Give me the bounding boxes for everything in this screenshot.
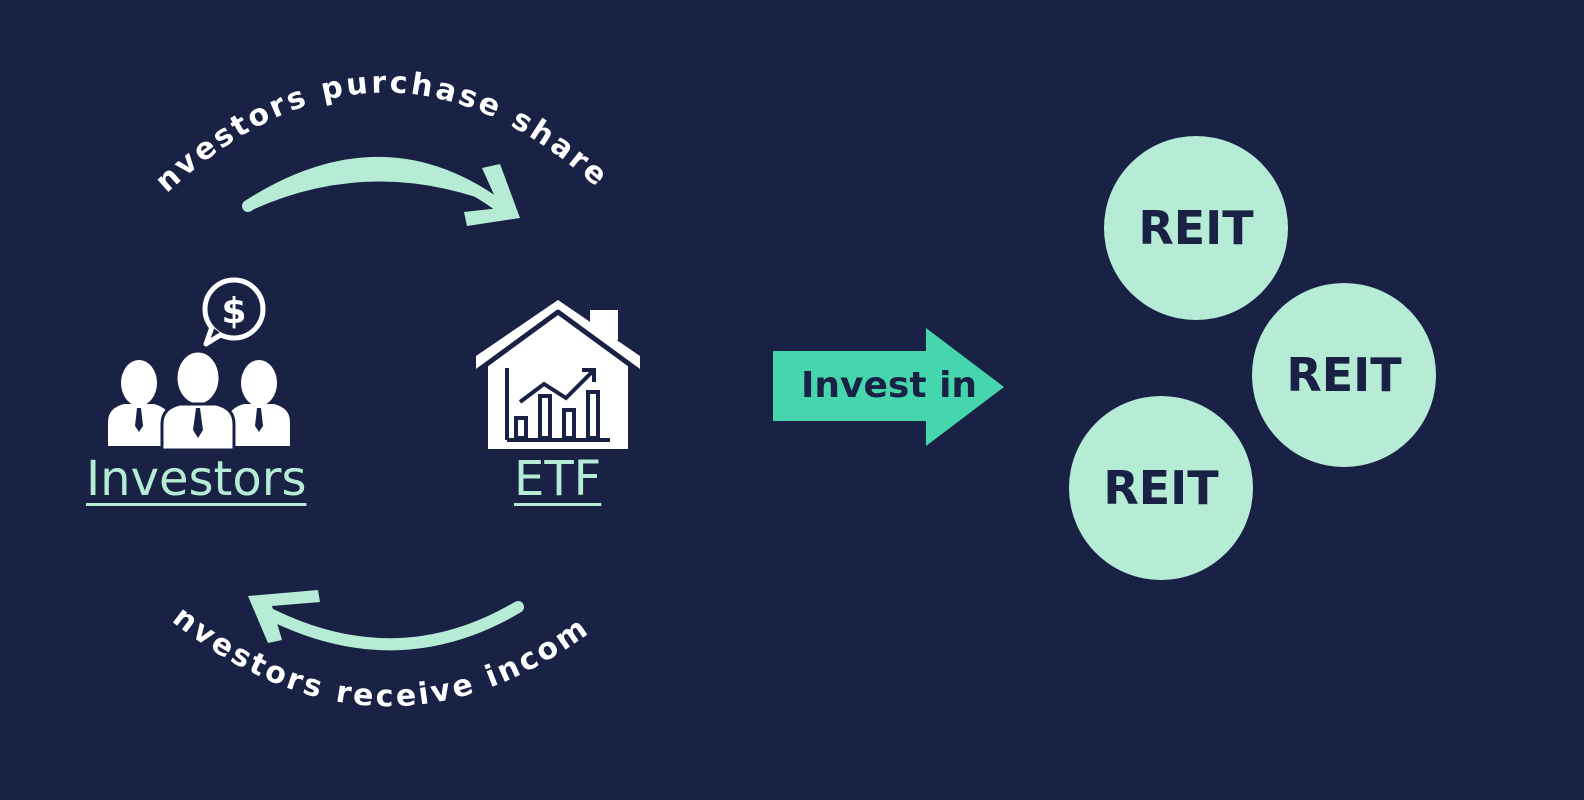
investors-group-icon — [108, 349, 290, 452]
reit-circle-1: REIT — [1104, 136, 1288, 320]
reit-label: REIT — [1138, 201, 1254, 255]
reit-circle-3: REIT — [1069, 396, 1253, 580]
etf-label: ETF — [514, 451, 602, 507]
invest-in-label: Invest in — [801, 365, 978, 406]
reit-label: REIT — [1103, 461, 1219, 515]
house-chart-icon — [474, 300, 642, 449]
svg-text:$: $ — [221, 291, 246, 332]
invest-in-arrow — [773, 328, 1004, 446]
dollar-speech-bubble-icon: $ — [202, 277, 266, 347]
top-curved-arrow — [242, 157, 520, 226]
reit-circle-2: REIT — [1252, 283, 1436, 467]
investors-label: Investors — [86, 451, 307, 507]
bottom-curved-arrow — [248, 590, 524, 651]
reit-label: REIT — [1286, 348, 1402, 402]
